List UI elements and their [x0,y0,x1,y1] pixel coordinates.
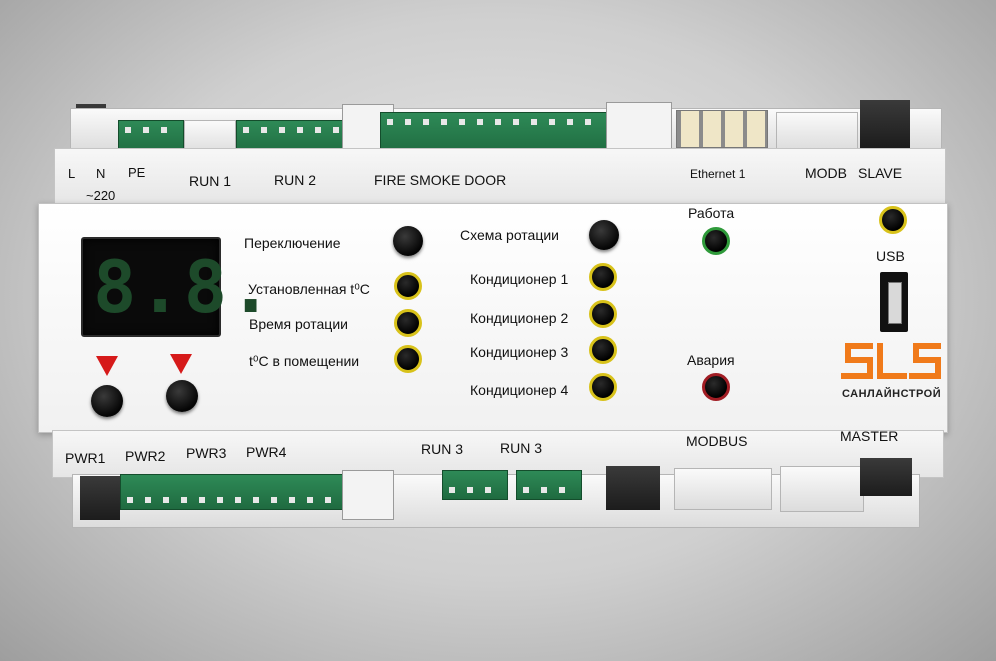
label-run1: RUN 1 [189,173,232,189]
brand-name: САНЛАЙНСТРОЙ [842,388,942,400]
label-rotation-scheme: Схема ротации [460,227,560,243]
label-run3-b: RUN 3 [500,440,543,456]
label-set-temp: Установленная t⁰C [248,281,370,297]
switching-button[interactable] [393,226,423,256]
label-room-temp: t⁰C в помещении [249,353,360,369]
top-rail-right [860,100,910,148]
label-ac2: Кондиционер 2 [470,310,569,326]
terminal-run3-a [442,470,508,500]
label-pe: PE [128,165,146,180]
modbus-slave-port[interactable] [776,112,858,152]
terminal-pwr-bottom [120,474,350,510]
label-modbus: MODBUS [686,433,748,449]
brand-logo-icon [841,343,941,379]
alarm-led [702,373,730,401]
right-button[interactable] [166,380,198,412]
ethernet-port[interactable] [676,110,768,148]
label-ethernet: Ethernet 1 [690,167,746,181]
label-work: Работа [688,205,735,221]
modbus-port[interactable] [674,468,772,510]
label-ac1: Кондиционер 1 [470,271,569,287]
label-rotation-time: Время ротации [249,316,348,332]
ac1-indicator [589,263,617,291]
label-ac4: Кондиционер 4 [470,382,569,398]
label-pwr1: PWR1 [65,450,106,466]
label-slave: SLAVE [858,165,903,181]
label-run2: RUN 2 [274,172,317,188]
label-n: N [96,166,106,181]
label-run3-a: RUN 3 [421,441,464,457]
label-voltage: ~220 [86,188,116,203]
top-label-strip [54,148,946,206]
label-l: L [68,166,76,181]
label-pwr4: PWR4 [246,444,287,460]
label-ac3: Кондиционер 3 [470,344,569,360]
rotation-scheme-button[interactable] [589,220,619,250]
terminal-run3-b [516,470,582,500]
usb-port[interactable] [880,272,908,332]
label-fire-smoke-door: FIRE SMOKE DOOR [374,172,507,188]
down-arrow-icon [96,356,118,376]
seven-segment-display: 8.8. [81,237,272,337]
bottom-rail-right [860,458,912,496]
label-usb: USB [876,248,905,264]
ac3-indicator [589,336,617,364]
master-port[interactable] [780,466,864,512]
set-temp-indicator [394,272,422,300]
clip-bottom-1 [342,470,394,520]
left-button[interactable] [91,385,123,417]
label-modb: MODB [805,165,847,181]
rotation-time-indicator [394,309,422,337]
usb-indicator [879,206,907,234]
bottom-rail-left [80,476,120,520]
label-master: MASTER [840,428,899,444]
work-led [702,227,730,255]
bottom-rail-mid [606,466,660,510]
down-arrow-icon [170,354,192,374]
label-pwr2: PWR2 [125,448,166,464]
label-alarm: Авария [687,352,735,368]
ac2-indicator [589,300,617,328]
label-switching: Переключение [244,235,341,251]
label-pwr3: PWR3 [186,445,227,461]
ac4-indicator [589,373,617,401]
room-temp-indicator [394,345,422,373]
display-value: 8.8. [93,245,275,329]
